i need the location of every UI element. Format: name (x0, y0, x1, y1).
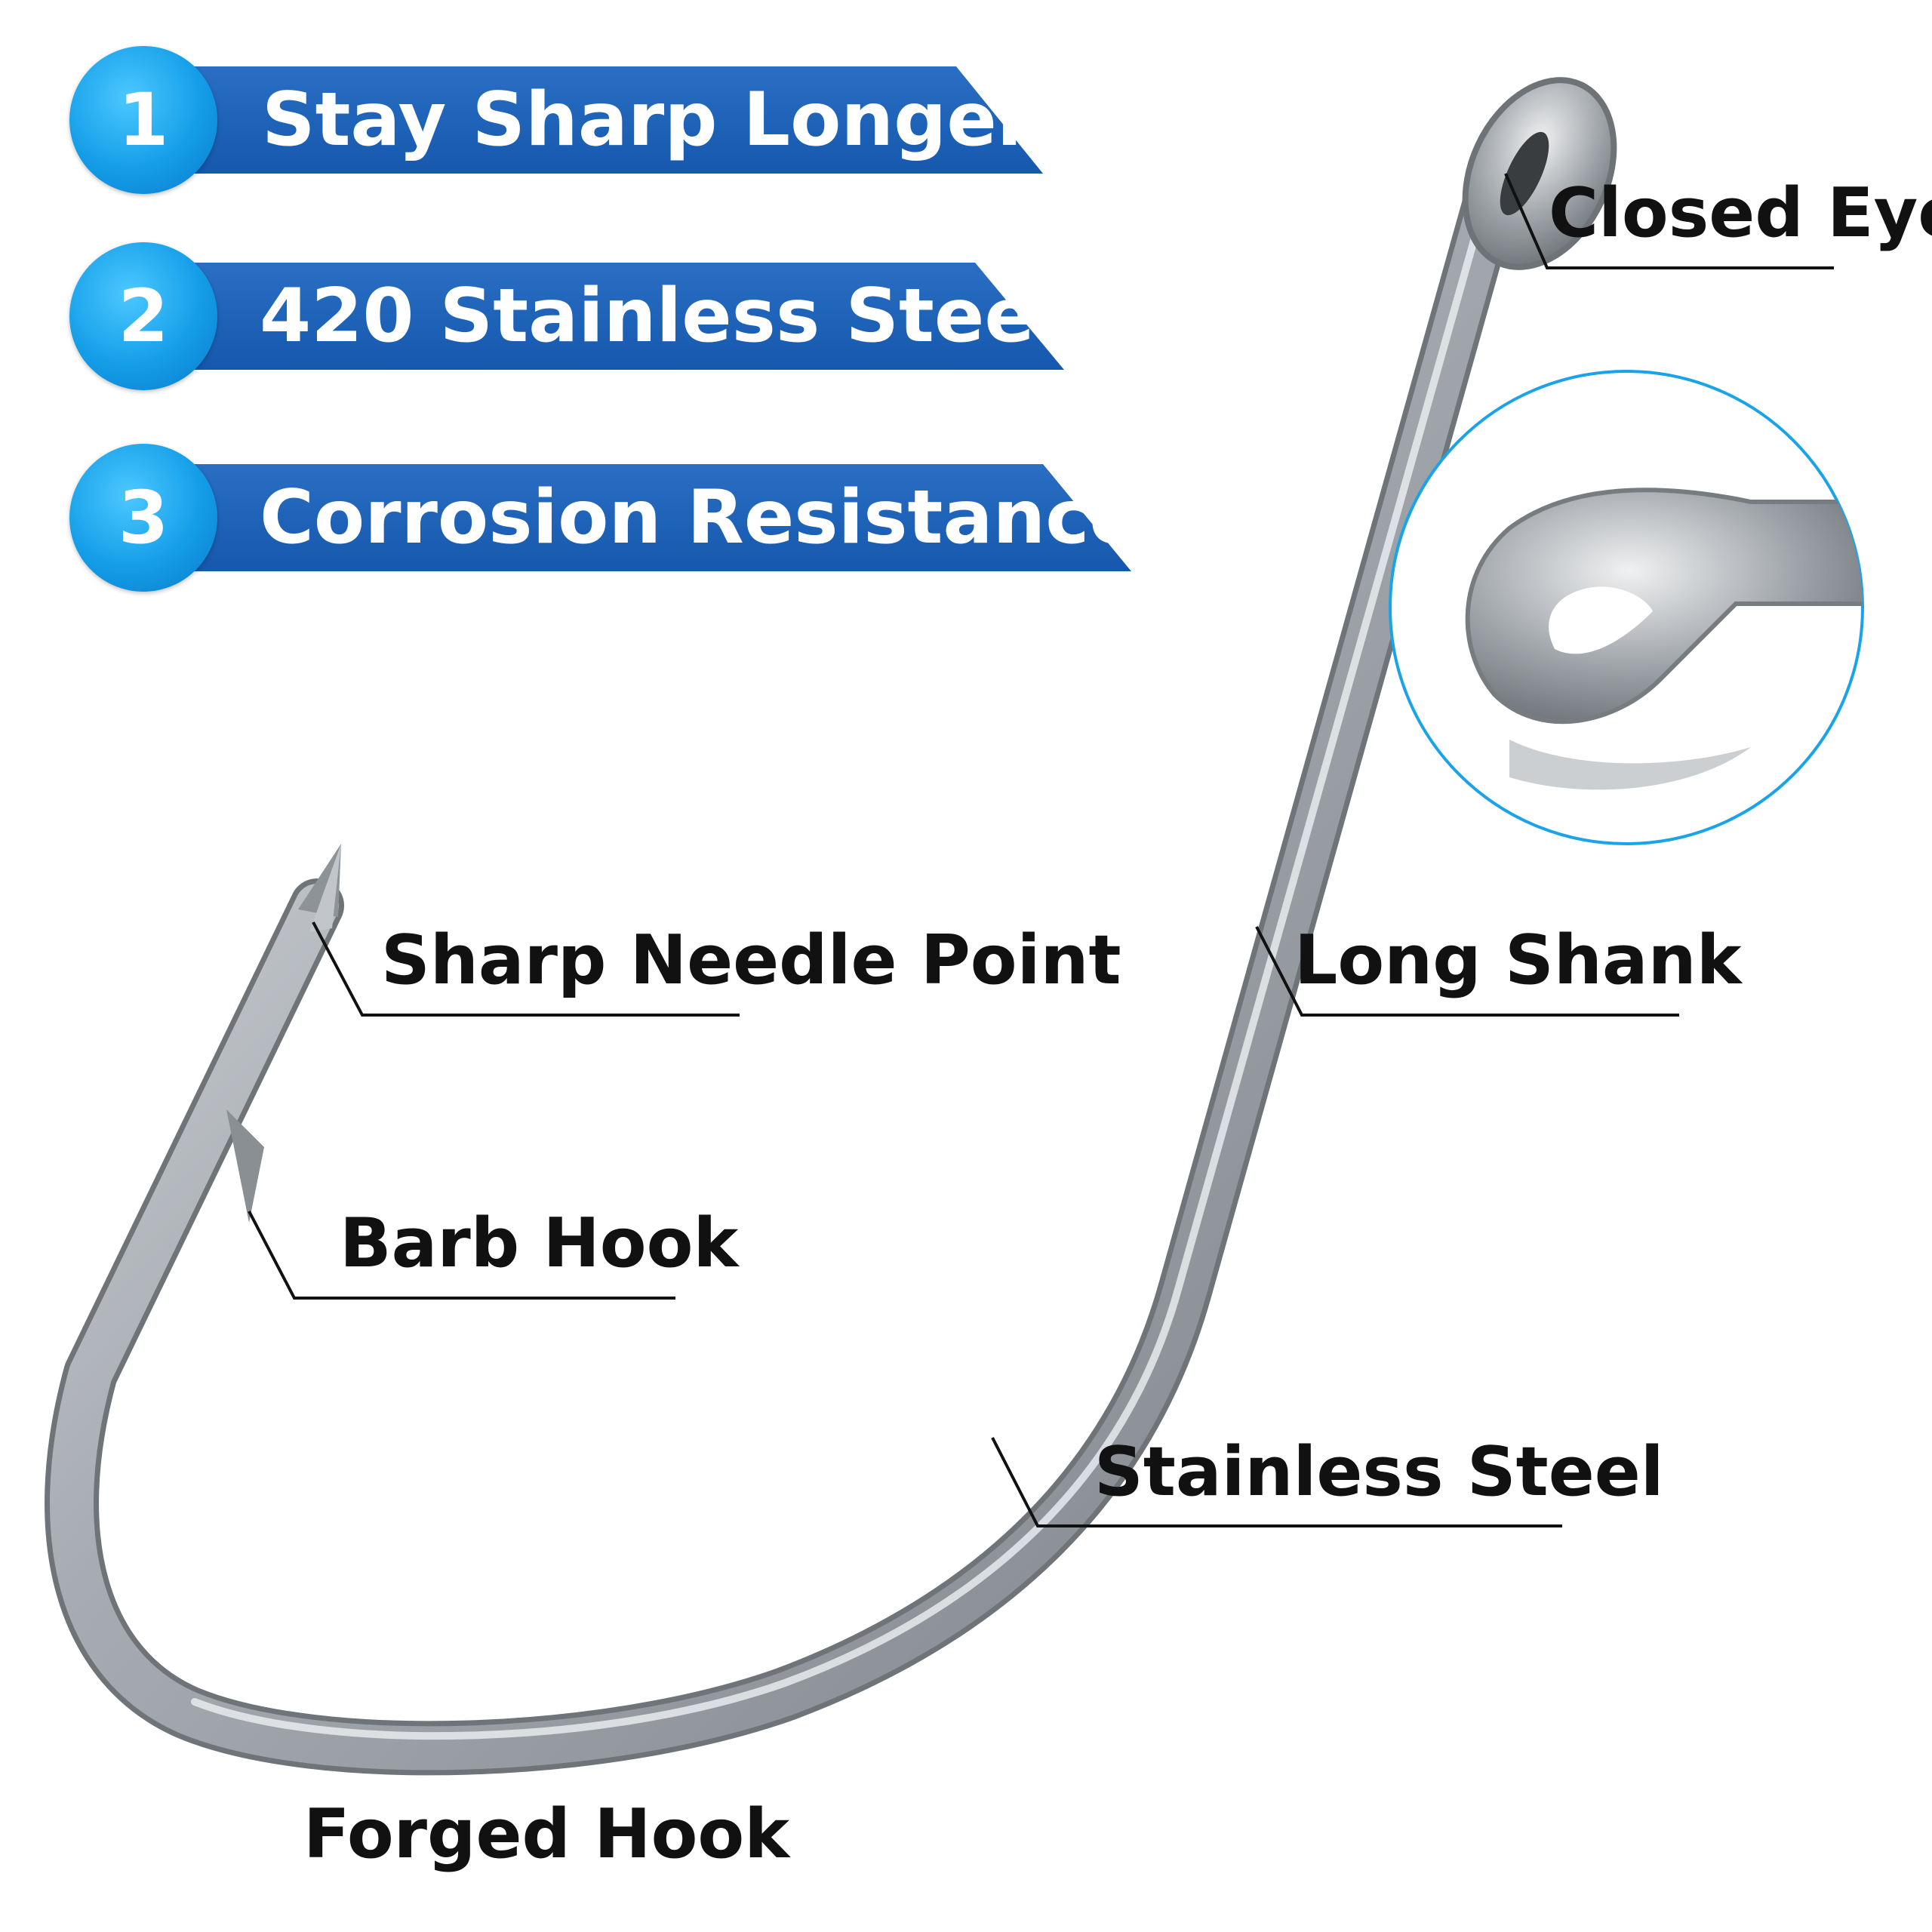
feature-text: 420 Stainless Steel (260, 273, 1060, 359)
leader-stainless-steel (991, 1437, 1562, 1527)
closed-eye-detail-circle (1389, 370, 1864, 845)
feature-number-badge: 3 (69, 444, 217, 592)
feature-text: Stay Sharp Longer (262, 77, 1034, 163)
leader-long-shank (1255, 926, 1679, 1017)
fishing-hook (45, 77, 1617, 1776)
feature-banner-2: 2 420 Stainless Steel (69, 242, 1066, 390)
feature-banner-1: 1 Stay Sharp Longer (69, 46, 1043, 194)
label-long-shank: Long Shank (1294, 921, 1742, 1000)
label-stainless-steel: Stainless Steel (1094, 1432, 1664, 1512)
leader-sharp-needle-point (312, 921, 740, 1017)
feature-text: Corrosion Resistance (260, 475, 1140, 561)
label-closed-eye: Closed Eye (1549, 174, 1932, 253)
feature-number-badge: 1 (69, 46, 217, 194)
label-barb-hook: Barb Hook (340, 1204, 739, 1283)
label-forged-hook: Forged Hook (303, 1795, 790, 1874)
leader-barb-hook (248, 1211, 675, 1300)
feature-number-badge: 2 (69, 242, 217, 390)
leader-closed-eye (1504, 173, 1834, 269)
label-sharp-needle-point: Sharp Needle Point (381, 921, 1121, 1000)
feature-banner-3: 3 Corrosion Resistance (69, 444, 1140, 592)
leader-lines (248, 173, 1834, 1527)
